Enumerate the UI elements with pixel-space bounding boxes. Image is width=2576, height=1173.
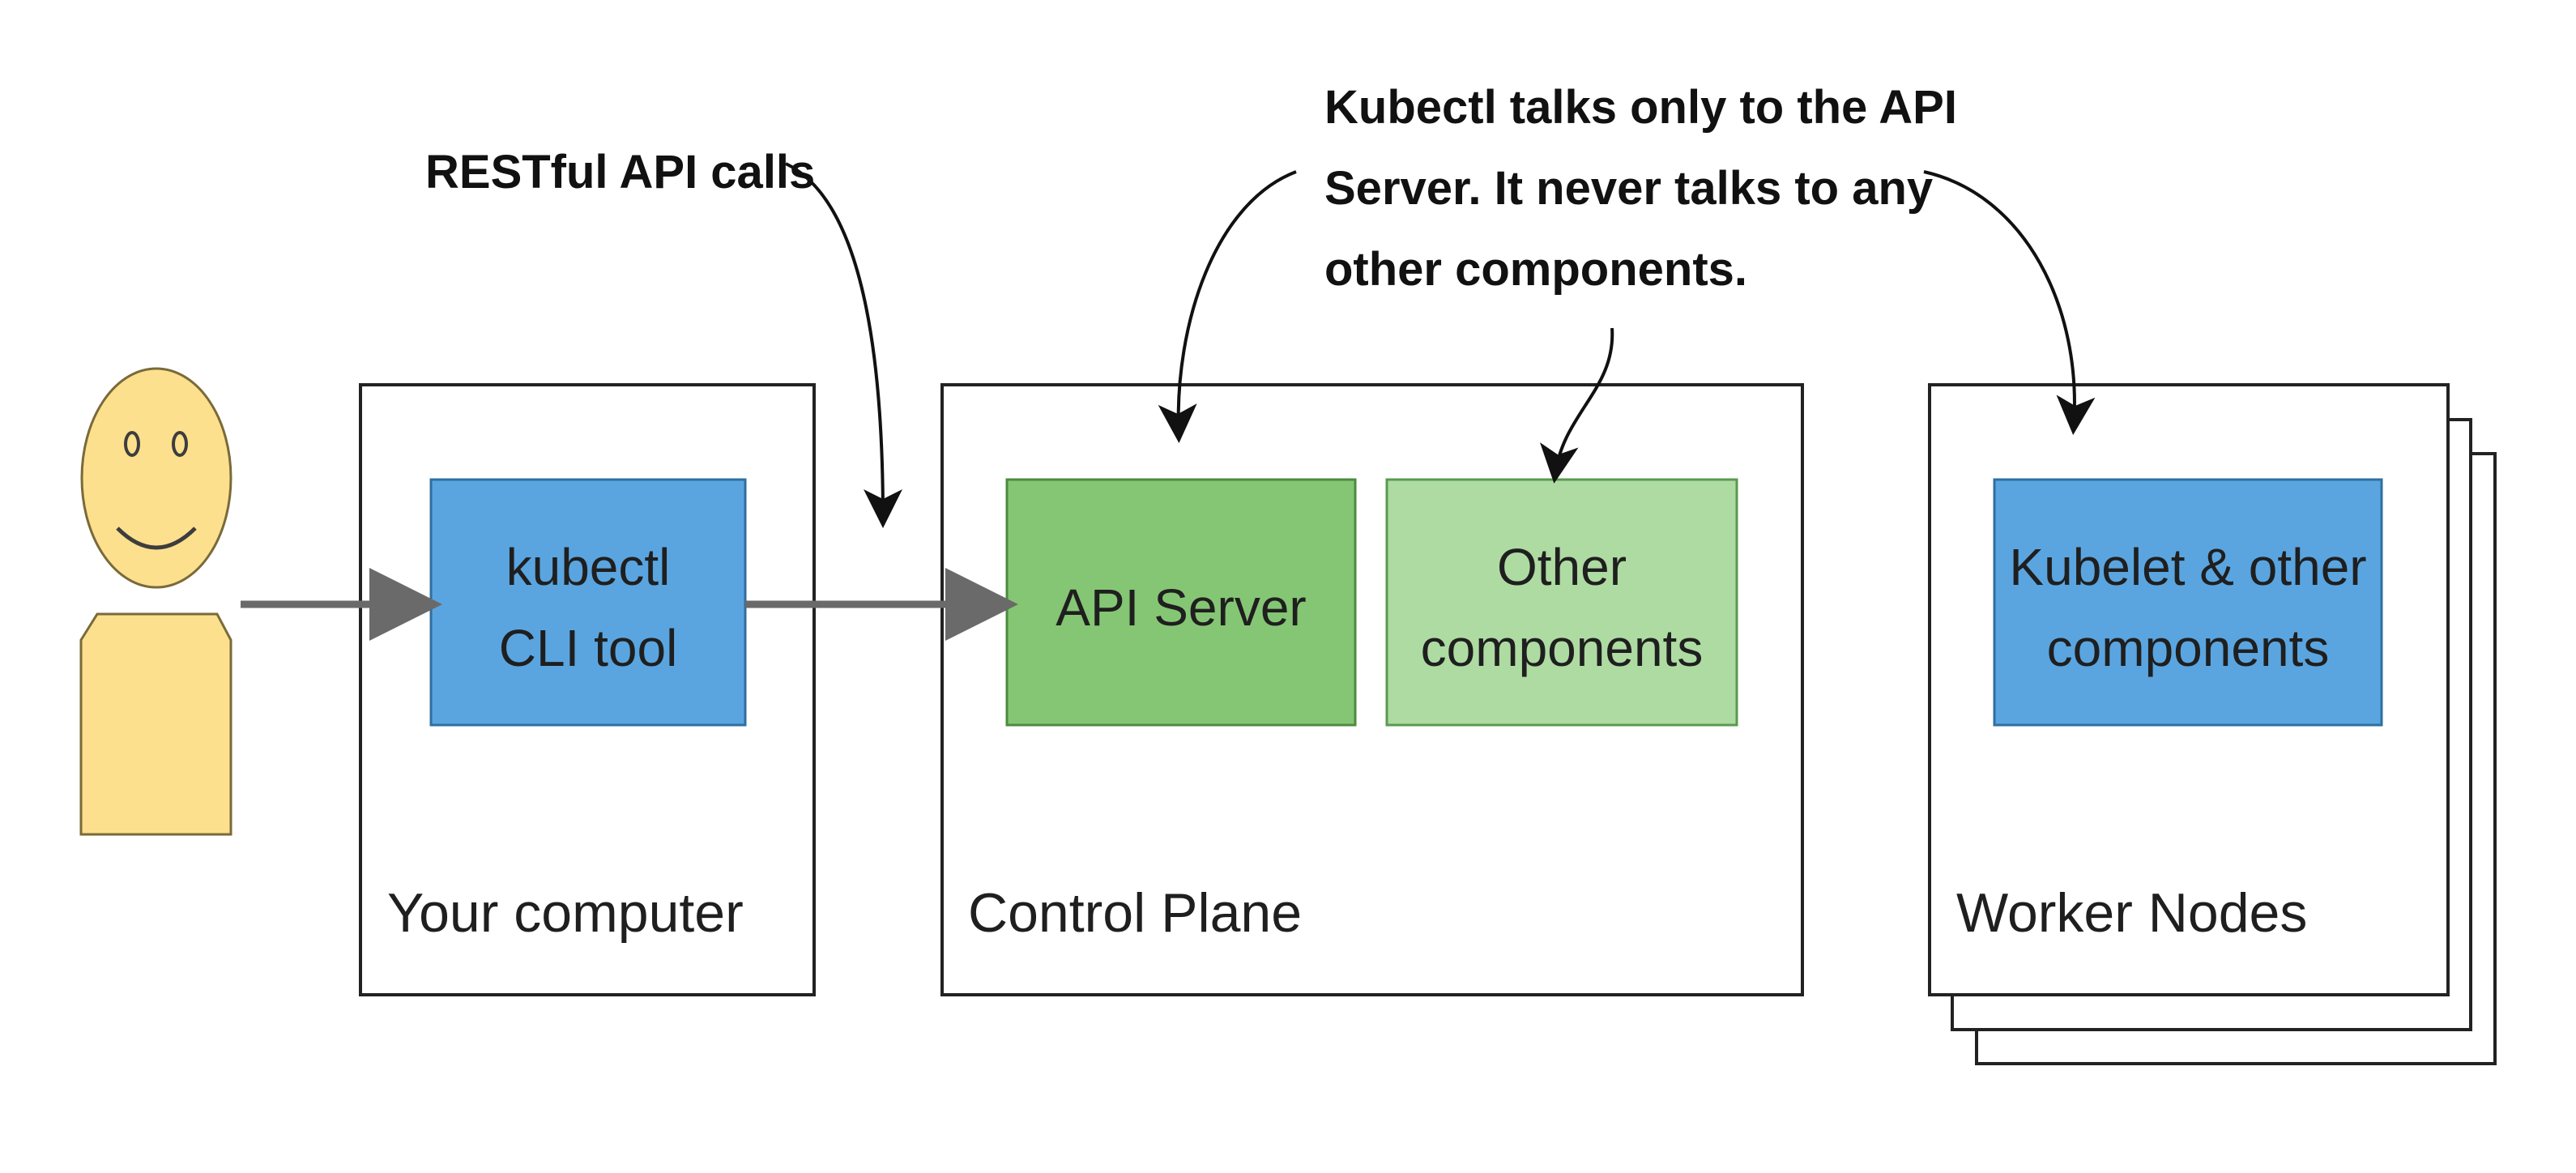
your-computer-box: kubectl CLI tool Your computer	[359, 383, 816, 996]
other-components-line1: Other	[1497, 538, 1627, 596]
user-body	[79, 612, 232, 836]
worker-nodes-box: Kubelet & other components Worker Nodes	[1928, 383, 2497, 1065]
kubectl-note-line3: other components.	[1324, 243, 1747, 296]
other-components-box	[1385, 478, 1738, 727]
control-plane-label: Control Plane	[968, 882, 1302, 944]
restful-callout-arrow	[785, 162, 902, 528]
worker-nodes-label: Worker Nodes	[1956, 882, 2307, 944]
user-icon	[79, 367, 232, 836]
kubectl-label-line1: kubectl	[506, 538, 671, 596]
your-computer-label: Your computer	[387, 882, 744, 944]
api-server-box	[1005, 478, 1357, 727]
other-components-line2: components	[1421, 619, 1704, 677]
kubectl-cli-box	[429, 478, 747, 727]
kubelet-label-line2: components	[2047, 619, 2330, 677]
api-server-label: API Server	[1056, 578, 1306, 637]
kubectl-label-line2: CLI tool	[499, 619, 678, 677]
worker-nodes-callout-arrow	[1923, 170, 2096, 435]
user-left-eye	[124, 431, 140, 457]
kubelet-label-line1: Kubelet & other	[2009, 538, 2366, 596]
user-head	[80, 367, 232, 589]
restful-api-calls-note: RESTful API calls	[425, 146, 815, 198]
kubelet-box	[1993, 478, 2383, 727]
user-right-eye	[172, 431, 188, 457]
control-plane-box: API Server Other components Control Plan…	[940, 383, 1804, 996]
api-server-callout-arrow	[1158, 170, 1297, 443]
user-smile	[116, 527, 197, 550]
kubectl-note-line2: Server. It never talks to any	[1324, 162, 1933, 215]
kubectl-note-line1: Kubectl talks only to the API	[1324, 81, 1957, 134]
other-components-callout-arrow	[1539, 327, 1614, 484]
